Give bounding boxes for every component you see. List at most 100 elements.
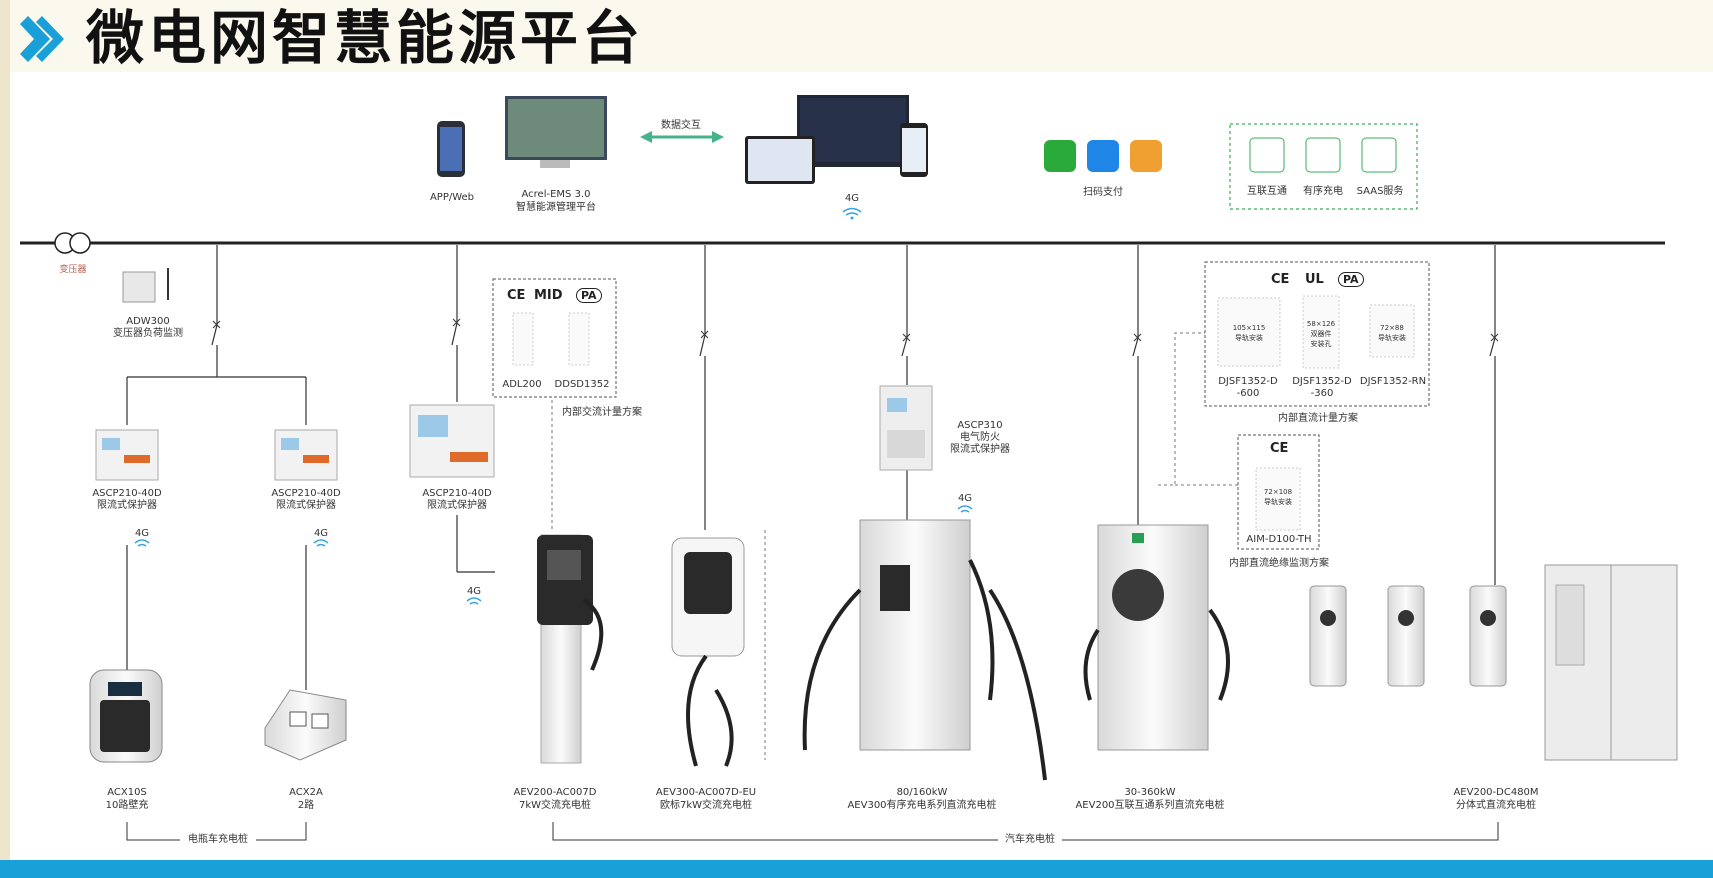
dc-box-3-sub: 导轨安装	[1378, 334, 1406, 342]
charger-4-name: AEV300-AC007D-EU	[655, 787, 757, 798]
aev200-dc480m-charger	[1309, 564, 1678, 761]
dc-box-1-size: 105×115	[1232, 324, 1266, 332]
charger-5-name: 80/160kW	[896, 787, 948, 798]
bottom-band	[0, 860, 1713, 878]
dc-box-2-sub2: 安装孔	[1310, 340, 1332, 348]
dc-meter-2b: -360	[1310, 388, 1334, 399]
ascp310-name: ASCP310	[957, 420, 1003, 431]
charger-7-desc: 分体式直流充电桩	[1456, 800, 1536, 811]
aim-box-size: 72×108	[1263, 488, 1293, 496]
dc-cert-ce: CE	[1271, 272, 1290, 287]
charger-6-name: 30-360kW	[1124, 787, 1176, 798]
dc-meter-2a: DJSF1352-D	[1292, 376, 1352, 387]
4g-label-c: 4G	[466, 586, 482, 597]
ascp-b-desc: 限流式保护器	[276, 500, 336, 511]
ac-cert-ce: CE	[507, 288, 526, 303]
ascp210-device-b	[274, 429, 338, 481]
transformer-label: 变压器	[59, 265, 87, 275]
ascp310-device	[879, 385, 933, 471]
ascp-a-name: ASCP210-40D	[92, 488, 162, 499]
data-exchange-arrow-icon	[640, 131, 724, 143]
ac-meter-box	[492, 278, 617, 398]
payment-icons	[1044, 140, 1162, 172]
dc-box-2-size: 58×126	[1306, 320, 1336, 328]
ascp310-desc-1: 电气防火	[960, 432, 1000, 443]
service-box	[1229, 123, 1418, 210]
service-label-1: 互联互通	[1247, 186, 1287, 197]
charger-3-desc: 7kW交流充电桩	[518, 800, 592, 811]
adw300-name: ADW300	[126, 316, 170, 327]
wifi-signal-icons	[134, 505, 973, 605]
ems-name-label: Acrel-EMS 3.0	[521, 189, 591, 200]
aev200-dc-charger	[1083, 524, 1230, 751]
dc-meter-caption: 内部直流计量方案	[1278, 413, 1358, 424]
dc-meter-1a: DJSF1352-D	[1218, 376, 1278, 387]
ac-meter-caption: 内部交流计量方案	[562, 407, 642, 418]
charger-6-desc: AEV200互联互通系列直流充电桩	[1075, 800, 1225, 811]
meter-thumbs	[512, 295, 1415, 531]
dc-box-1-sub: 导轨安装	[1235, 334, 1263, 342]
charger-3-name: AEV200-AC007D	[513, 787, 597, 798]
ac-meter-1: ADL200	[502, 379, 542, 390]
dc-box-2-sub: 双器件	[1310, 330, 1332, 338]
ascp210-device-c	[409, 404, 495, 478]
diamond-logo-icon	[20, 16, 64, 62]
phone-icon	[437, 121, 465, 177]
dc-meter-box	[1204, 261, 1430, 407]
dashed-links	[551, 332, 1238, 760]
charger-4-desc: 欧标7kW交流充电桩	[659, 800, 753, 811]
adw300-device	[122, 268, 169, 303]
dc-meter-1b: -600	[1236, 388, 1260, 399]
dc-box-3-size: 72×88	[1380, 324, 1404, 332]
charger-7-name: AEV200-DC480M	[1453, 787, 1539, 798]
wifi-icon	[842, 207, 862, 220]
aim-name: AIM-D100-TH	[1246, 534, 1312, 545]
left-edge-strip	[0, 0, 10, 878]
charger-2-desc: 2路	[297, 800, 315, 811]
dc-meter-3: DJSF1352-RN	[1359, 376, 1427, 387]
4g-label-d: 4G	[957, 493, 973, 504]
ascp310-desc-2: 限流式保护器	[950, 444, 1010, 455]
ems-desc-label: 智慧能源管理平台	[516, 202, 596, 213]
4g-label-b: 4G	[313, 528, 329, 539]
scan-pay-label: 扫码支付	[1083, 187, 1123, 198]
group-ebike-label: 电瓶车充电桩	[188, 834, 248, 845]
charger-1-desc: 10路壁充	[105, 800, 149, 811]
4g-label-a: 4G	[134, 528, 150, 539]
title-bar	[10, 0, 1713, 72]
aim-caption: 内部直流绝缘监测方案	[1229, 558, 1329, 569]
service-icons	[1249, 137, 1397, 173]
group-brackets	[126, 822, 1499, 841]
top-4g-label: 4G	[844, 193, 860, 204]
dc-cert-ul: UL	[1305, 272, 1324, 287]
app-web-label: APP/Web	[429, 192, 475, 203]
dc-cert-pa: PA	[1338, 272, 1364, 287]
ascp210-device-a	[95, 429, 159, 481]
aim-box-sub: 导轨安装	[1264, 498, 1292, 506]
transformer-icon	[54, 232, 91, 254]
aev300-dc-charger	[802, 519, 1047, 781]
breaker-marks	[212, 318, 1499, 342]
ac-cert-pa: PA	[576, 288, 602, 303]
ac-meter-2: DDSD1352	[554, 379, 610, 390]
acx2a-charger	[264, 689, 347, 761]
ascp-c-name: ASCP210-40D	[422, 488, 492, 499]
ascp-c-desc: 限流式保护器	[427, 500, 487, 511]
data-exchange-label: 数据交互	[661, 120, 701, 131]
charger-2-name: ACX2A	[289, 787, 323, 798]
group-car-label: 汽车充电桩	[1005, 834, 1055, 845]
multi-device-icon	[745, 95, 928, 184]
adw300-desc: 变压器负荷监测	[113, 328, 183, 339]
acx10s-charger	[89, 669, 163, 763]
charger-1-name: ACX10S	[107, 787, 147, 798]
aim-cert-ce: CE	[1270, 441, 1289, 456]
charger-5-desc: AEV300有序充电系列直流充电桩	[847, 800, 997, 811]
aev200-ac007d-charger	[537, 534, 604, 764]
page-title: 微电网智慧能源平台	[86, 4, 645, 72]
ascp-b-name: ASCP210-40D	[271, 488, 341, 499]
service-label-3: SAAS服务	[1356, 186, 1404, 197]
ac-cert-mid: MID	[534, 288, 563, 303]
aim-box	[1237, 434, 1320, 550]
service-label-2: 有序充电	[1303, 186, 1343, 197]
